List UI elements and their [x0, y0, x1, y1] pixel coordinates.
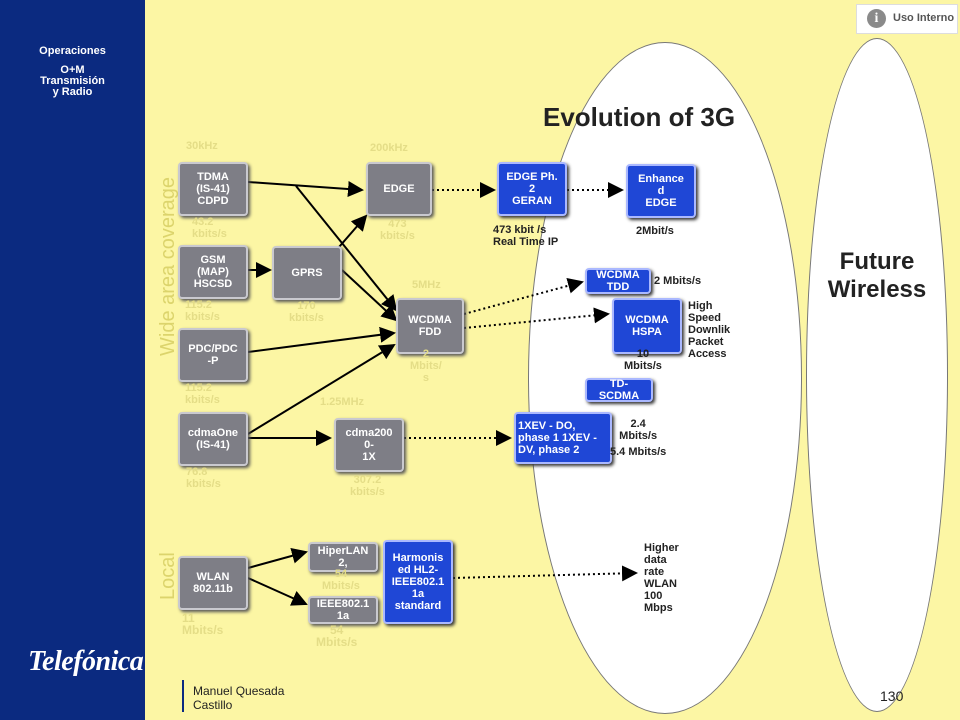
1xev-box: 1XEV - DO,phase 1 1XEV -DV, phase 2: [514, 412, 612, 464]
label-5mhz: 5MHz: [412, 279, 441, 291]
info-icon: i: [867, 9, 886, 28]
badge-text: Uso Interno: [893, 12, 955, 24]
future-ellipse: [806, 38, 948, 712]
dotted-wcdma-hspa: [463, 307, 610, 329]
sidebar-title-line: y Radio: [52, 86, 93, 98]
line-tdma-edge: [247, 181, 364, 198]
future-wireless-label: Future Wireless: [827, 248, 927, 303]
label-30khz: 30kHz: [186, 140, 218, 152]
line-gprs-wcdma: [341, 269, 398, 322]
line-pdc-wcdma: [247, 326, 396, 353]
tdma-box: TDMA(IS-41)CDPD: [178, 162, 248, 216]
telefonica-logo: Telefónica: [28, 646, 144, 677]
gsm-box: GSM(MAP)HSCSD: [178, 245, 248, 299]
line-cdmaone-wcdma: [247, 343, 396, 435]
evolution-ellipse: [528, 42, 802, 714]
page-number: 130: [880, 688, 904, 704]
dotted-wcdma-tdd: [463, 277, 584, 315]
pdc-box: PDC/PDC-P: [178, 328, 248, 382]
wcdma-tdd-rate: 2 Mbits/s: [654, 275, 702, 287]
cdmaone-box: cdmaOne(IS-41): [178, 412, 248, 466]
wide-area-coverage-label: Wide area coverage: [157, 177, 179, 356]
td-scdma-box: TD-SCDMA: [585, 378, 653, 402]
label-1-25mhz: 1.25MHz: [320, 396, 365, 408]
edge-box: EDGE: [366, 162, 432, 216]
sidebar: Operaciones O+M Transmisión y Radio Tele…: [0, 0, 145, 720]
line-wlan-ieee: [247, 577, 308, 606]
sidebar-title-line: Operaciones: [39, 45, 106, 57]
gprs-box: GPRS: [272, 246, 342, 300]
footer-divider: [182, 680, 184, 712]
enhanced-edge-rate: 2Mbit/s: [636, 225, 674, 237]
dotted-harmonised-higher: [452, 565, 638, 582]
sidebar-title-line: Transmisión: [40, 75, 105, 87]
line-wlan-hiperlan: [247, 548, 308, 569]
line-tdma-wcdma: [295, 185, 398, 312]
label-200khz: 200kHz: [370, 142, 408, 154]
slide-title: Evolution of 3G: [543, 102, 736, 132]
sidebar-title-line: O+M: [60, 64, 85, 76]
local-label: Local: [157, 552, 179, 600]
internal-use-badge: i Uso Interno: [856, 4, 958, 34]
